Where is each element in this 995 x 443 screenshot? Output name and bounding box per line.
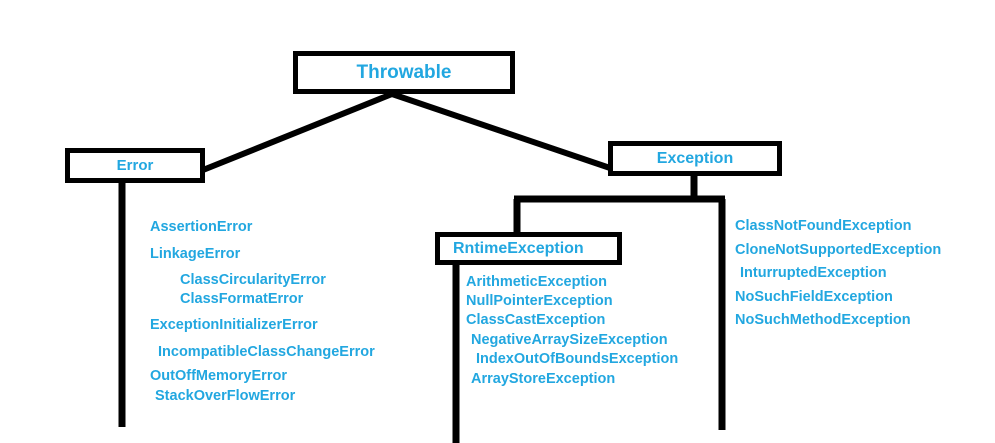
node-exception-label: Exception [656,149,734,167]
list-item: NullPointerException [466,292,613,309]
list-item: ClassNotFoundException [735,218,912,234]
node-throwable-label: Throwable [356,62,452,83]
node-exception[interactable]: Exception [608,141,782,176]
list-item: StackOverFlowError [155,387,296,404]
list-item: NegativeArraySizeException [471,331,668,348]
list-item: NoSuchMethodException [735,312,911,328]
list-item: ExceptionInitializerError [150,317,318,333]
list-item: CloneNotSupportedException [735,241,942,258]
node-error[interactable]: Error [65,148,205,183]
list-item: ArithmeticException [466,274,607,290]
list-item: ClassCircularityError [180,272,326,288]
list-item: ClassCastException [466,312,606,328]
edge-throwable-to-exception [391,91,611,171]
node-runtime-exception[interactable]: RntimeException [435,232,622,265]
list-item: NoSuchFieldException [735,288,893,305]
list-item: IncompatibleClassChangeError [158,343,375,360]
edge-throwable-to-error [201,91,394,173]
list-item: AssertionError [150,219,253,235]
list-item: IndexOutOfBoundsException [476,351,679,367]
list-item: InturruptedException [740,265,887,281]
list-item: ClassFormatError [180,290,304,307]
list-item: ArrayStoreException [471,370,616,387]
node-error-label: Error [116,157,154,174]
node-runtime-exception-label: RntimeException [453,239,584,257]
node-throwable[interactable]: Throwable [293,51,515,94]
list-item: LinkageError [150,245,241,262]
list-item: OutOffMemoryError [150,368,287,384]
